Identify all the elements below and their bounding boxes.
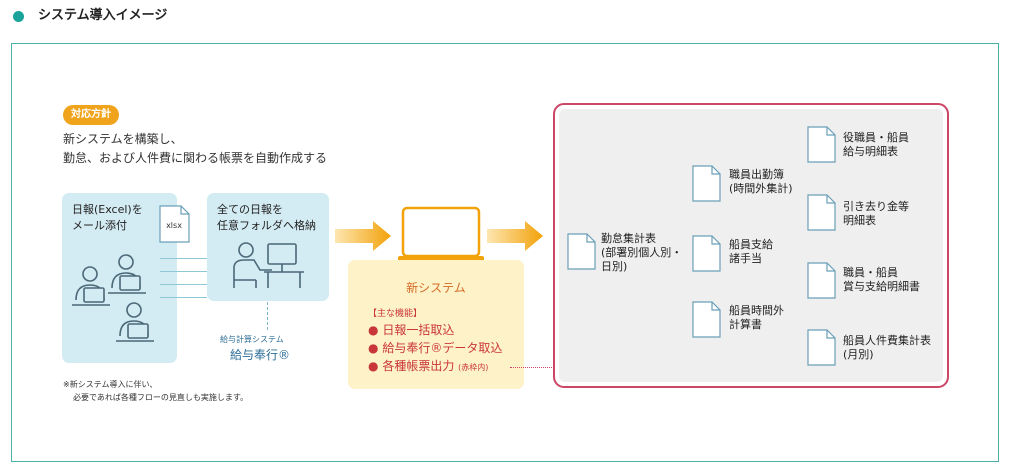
footnote: ※新システム導入に伴い、 必要であれば各種フローの見直しも実施します。: [63, 378, 248, 404]
storage-text: 全ての日報を 任意フォルダへ格納: [217, 202, 316, 234]
policy-text: 新システムを構築し、 勤怠、および人件費に関わる帳票を自動作成する: [63, 130, 327, 168]
document-icon: [692, 165, 721, 202]
doc-line: 賞与支給明細書: [843, 280, 920, 293]
doc-line: 日別): [601, 260, 628, 273]
doc-line: 職員出勤簿: [729, 168, 784, 181]
laptop-icon: [398, 206, 484, 264]
new-system-title: 新システム: [406, 281, 466, 295]
footnote-line: 必要であれば各種フローの見直しも実施します。: [73, 393, 249, 402]
connector-line: [160, 258, 207, 259]
document-icon: [807, 262, 836, 299]
document-icon: [807, 329, 836, 366]
output-bonus-payslip: 職員・船員 賞与支給明細書: [843, 266, 920, 294]
document-icon: [567, 233, 596, 270]
flow-arrow-icon: [335, 221, 391, 251]
output-exec-payslip: 役職員・船員 給与明細表: [843, 131, 909, 159]
policy-line: 勤怠、および人件費に関わる帳票を自動作成する: [63, 151, 328, 165]
xlsx-label: xlsx: [166, 221, 182, 230]
policy-line: 新システムを構築し、: [63, 132, 183, 146]
doc-line: 船員支給: [729, 238, 773, 251]
document-icon: [692, 235, 721, 272]
doc-line: 給与明細表: [843, 145, 898, 158]
function-item: ● 各種帳票出力 (赤枠内): [368, 358, 488, 376]
storage-line: 全ての日報を: [217, 203, 283, 216]
doc-line: 明細表: [843, 214, 876, 227]
diagram-frame: [11, 43, 999, 462]
daily-report-line: 日報(Excel)を: [72, 203, 143, 216]
payroll-system-name: 給与奉行®: [230, 348, 291, 362]
doc-line: 役職員・船員: [843, 131, 909, 144]
function-label: 各種帳票出力: [382, 359, 455, 373]
doc-line: 船員時間外: [729, 304, 784, 317]
office-workers-icon: [72, 254, 154, 342]
payroll-system-caption: 給与計算システム: [220, 335, 284, 344]
function-label: 日報一括取込: [382, 323, 455, 337]
output-deduction-detail: 引き去り金等 明細表: [843, 200, 909, 228]
dotted-connector: [510, 367, 554, 368]
function-item: ● 給与奉行®データ取込: [368, 340, 502, 356]
output-area: [559, 109, 943, 382]
function-item: ● 日報一括取込: [368, 322, 454, 338]
doc-line: 計算書: [729, 318, 762, 331]
title-bullet-icon: [13, 11, 24, 22]
doc-line: (時間外集計): [729, 182, 793, 195]
function-bullet-icon: ●: [368, 359, 379, 373]
storage-line: 任意フォルダへ格納: [217, 219, 316, 232]
new-system-panel: [348, 260, 524, 389]
output-attendance-summary: 勤怠集計表 (部署別個人別・ 日別): [601, 232, 682, 274]
doc-line: 勤怠集計表: [601, 232, 656, 245]
function-note: (赤枠内): [458, 363, 489, 372]
output-crew-labor-summary: 船員人件費集計表 (月別): [843, 334, 931, 362]
footnote-line: ※新システム導入に伴い、: [63, 380, 158, 389]
connector-line: [160, 284, 207, 285]
doc-line: (部署別個人別・: [601, 246, 683, 259]
daily-report-text: 日報(Excel)を メール添付: [72, 202, 143, 234]
doc-line: 諸手当: [729, 252, 762, 265]
function-bullet-icon: ●: [368, 341, 379, 355]
xlsx-file-icon: xlsx: [159, 205, 190, 243]
output-staff-attendance: 職員出勤簿 (時間外集計): [729, 168, 793, 196]
page-title: システム導入イメージ: [38, 8, 168, 23]
output-crew-pay-notice: 船員支給 諸手当: [729, 238, 773, 266]
daily-report-line: メール添付: [72, 219, 127, 232]
connector-line: [160, 297, 207, 298]
dashed-connector: [267, 302, 268, 330]
desk-worker-icon: [233, 242, 304, 288]
function-bullet-icon: ●: [368, 323, 379, 337]
document-icon: [807, 194, 836, 231]
doc-line: 引き去り金等: [843, 200, 909, 213]
output-crew-overtime: 船員時間外 計算書: [729, 304, 784, 332]
function-label: 給与奉行®データ取込: [382, 341, 503, 355]
policy-badge: 対応方針: [63, 105, 119, 125]
doc-line: 船員人件費集計表: [843, 334, 931, 347]
doc-line: 職員・船員: [843, 266, 898, 279]
document-icon: [807, 126, 836, 163]
connector-line: [160, 271, 207, 272]
functions-heading: 【主な機能】: [368, 309, 423, 319]
document-icon: [692, 301, 721, 338]
flow-arrow-icon: [487, 221, 543, 251]
doc-line: (月別): [843, 348, 874, 361]
